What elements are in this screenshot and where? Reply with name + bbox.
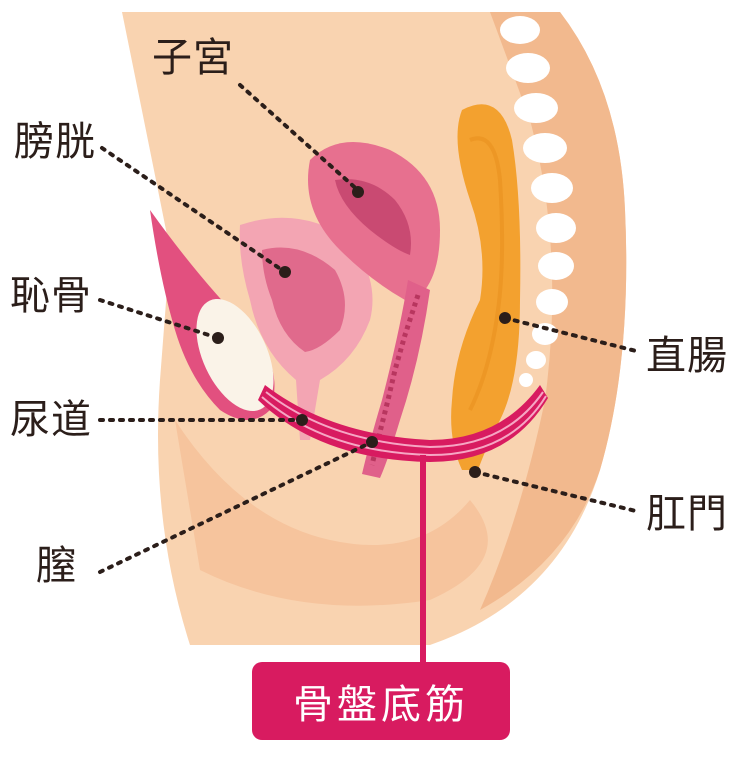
label-uterus: 子宮: [152, 38, 234, 78]
title-connector-line: [420, 455, 426, 665]
label-rectum: 直腸: [646, 336, 728, 376]
label-anus: 肛門: [646, 494, 728, 534]
label-urethra: 尿道: [10, 400, 92, 440]
label-pubic-bone: 恥骨: [10, 276, 92, 316]
diagram-title: 骨盤底筋: [293, 672, 469, 730]
title-badge: 骨盤底筋: [252, 662, 510, 740]
label-bladder: 膀胱: [14, 122, 96, 162]
label-vagina: 膣: [36, 546, 77, 586]
